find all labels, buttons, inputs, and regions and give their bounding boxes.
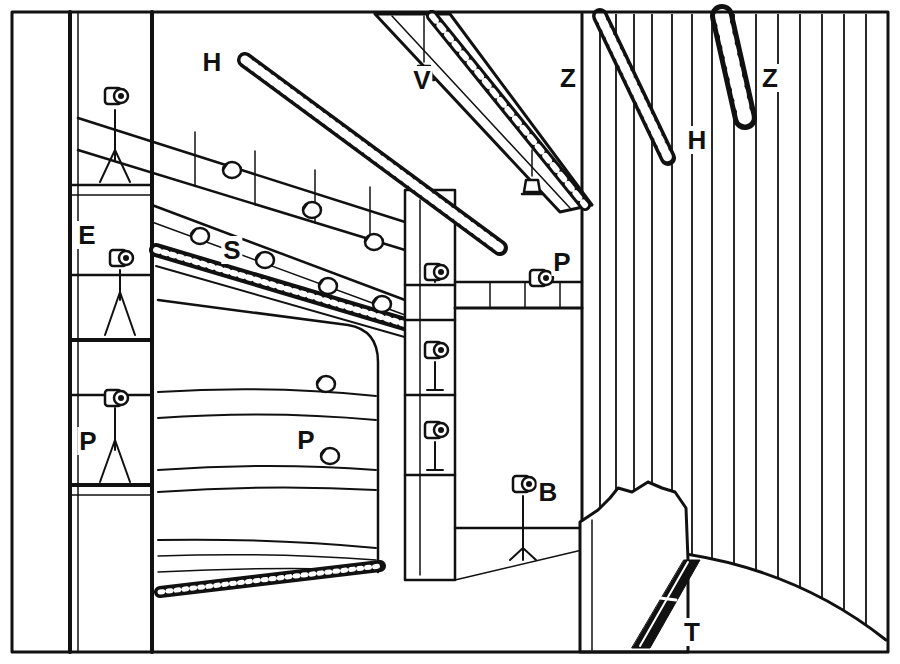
callout-letter: T — [682, 618, 702, 646]
callout-letter: H — [686, 126, 709, 154]
callout-letter: Z — [760, 64, 780, 92]
callout-letter: S — [221, 236, 242, 264]
callout-letter: B — [537, 478, 560, 506]
callout-letter: H — [201, 48, 224, 76]
callout-letter: Z — [558, 64, 578, 92]
callout-letter: E — [76, 221, 97, 249]
callout-letter: P — [295, 426, 316, 454]
callout-letter: P — [77, 427, 98, 455]
callout-letter: P — [551, 248, 572, 276]
callout-letter: V — [411, 66, 432, 94]
